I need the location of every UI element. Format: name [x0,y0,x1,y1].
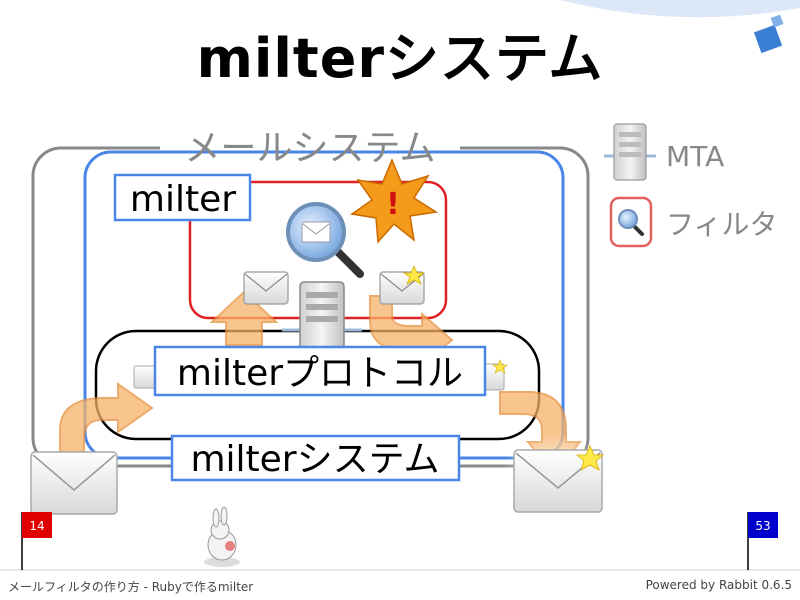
current-page-flag: 14 [22,512,52,570]
current-page-number: 14 [29,519,44,533]
milter-label: milter [130,179,236,220]
corner-diamond-icon [754,15,784,54]
footer-credit: Powered by Rabbit 0.6.5 [646,578,792,592]
milter-system-label: milterシステム [190,439,439,480]
total-page-flag: 53 [748,512,778,570]
envelope-icon [380,266,424,304]
filter-icon [288,204,360,274]
corner-swoosh [560,0,800,17]
footer-title: メールフィルタの作り方 - Rubyで作るmilter [8,578,253,595]
svg-text:!: ! [386,187,400,222]
protocol-label: milterプロトコル [177,353,463,394]
legend-filter-label: フィルタ [666,208,777,241]
rabbit-icon [204,507,240,567]
envelope-icon [31,452,117,514]
explosion-icon: ! [352,160,436,242]
legend-mta-label: MTA [666,140,724,173]
legend-filter-icon [611,198,651,246]
mail-system-label: メールシステム [185,128,436,169]
envelope-icon [244,272,288,304]
legend-server-icon [604,124,656,180]
total-page-number: 53 [755,519,770,533]
envelope-icon [500,434,612,522]
